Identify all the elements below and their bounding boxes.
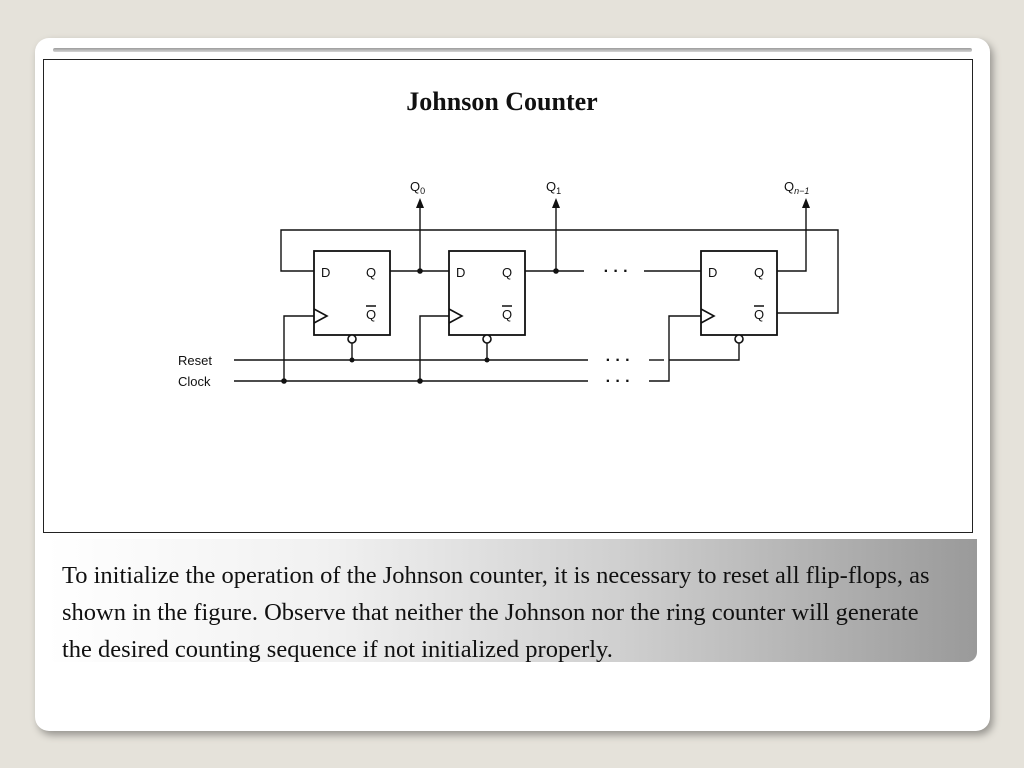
junction-dots [281,268,559,384]
output-qn-1-label: Qn−1 [784,179,809,196]
flip-flop-n-1 [700,250,778,336]
ellipsis-clock: · · · [606,373,631,390]
ff1-q-label: Q [502,265,512,280]
flip-flop-0 [313,250,391,336]
figure-title: Johnson Counter [406,87,597,116]
clock-label: Clock [178,374,211,389]
reset-bubble-1 [482,334,492,344]
ffn-q-label: Q [754,265,764,280]
ff1-d-label: D [456,265,465,280]
ffn-d-label: D [708,265,717,280]
output-arrows [416,198,810,208]
reset-label: Reset [178,353,212,368]
ellipsis-stages: · · · [604,263,629,280]
reset-bubble-0 [347,334,357,344]
johnson-counter-diagram: Johnson Counter D Q Q D Q Q D Q Q [178,87,839,390]
flip-flop-1 [448,250,526,336]
title-rule [53,48,972,52]
output-q1-label: Q1 [546,179,561,196]
caption-text: To initialize the operation of the Johns… [62,562,930,663]
ff0-q-label: Q [366,265,376,280]
ffn-qbar-label: Q [754,307,764,322]
output-q0-label: Q0 [410,179,425,196]
caption-band [46,539,977,662]
clock-triangles [313,308,716,324]
ellipsis-reset: · · · [606,352,631,369]
ff0-d-label: D [321,265,330,280]
circuit-wires [234,205,839,382]
reset-bubble-n [734,334,744,344]
figure-frame: Johnson Counter D Q Q D Q Q D Q Q [43,59,973,533]
ff0-qbar-label: Q [366,307,376,322]
ff1-qbar-label: Q [502,307,512,322]
